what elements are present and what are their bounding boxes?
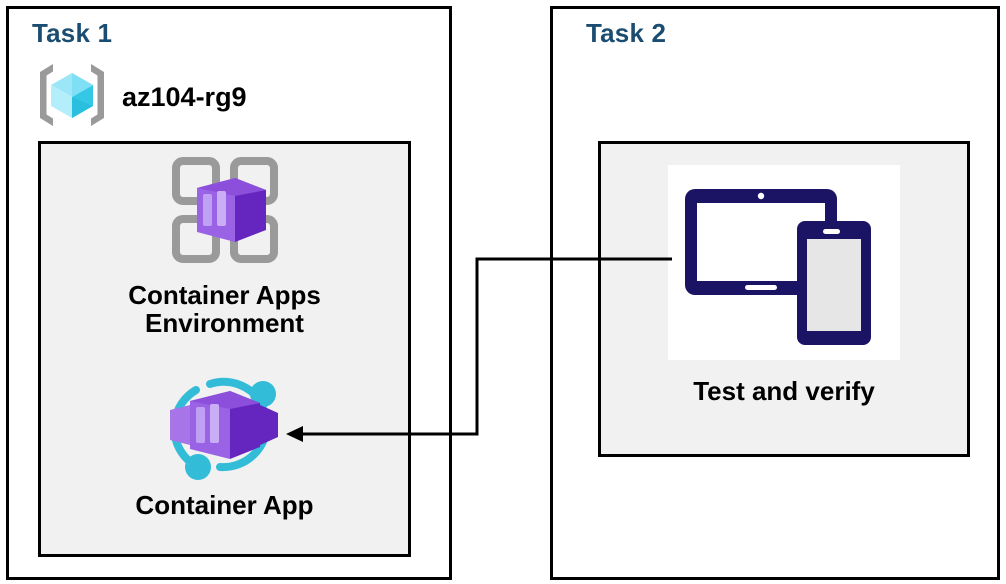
container-apps-environment-caption: Container Apps Environment bbox=[128, 280, 321, 339]
test-and-verify-caption: Test and verify bbox=[693, 376, 875, 406]
container-app-icon bbox=[150, 368, 300, 485]
resource-group-header: az104-rg9 bbox=[36, 62, 366, 132]
container-apps-environment-icon bbox=[165, 150, 285, 275]
container-apps-environment-item: Container Apps Environment bbox=[38, 150, 411, 337]
task-1-title: Task 1 bbox=[32, 18, 113, 48]
test-and-verify-item: Test and verify bbox=[598, 165, 970, 407]
container-app-item: Container App bbox=[38, 368, 411, 519]
resource-group-icon bbox=[36, 60, 108, 135]
task-2-title: Task 2 bbox=[586, 18, 667, 48]
resource-group-label: az104-rg9 bbox=[122, 81, 247, 112]
devices-test-verify-icon bbox=[668, 165, 900, 360]
container-app-caption: Container App bbox=[135, 490, 314, 520]
